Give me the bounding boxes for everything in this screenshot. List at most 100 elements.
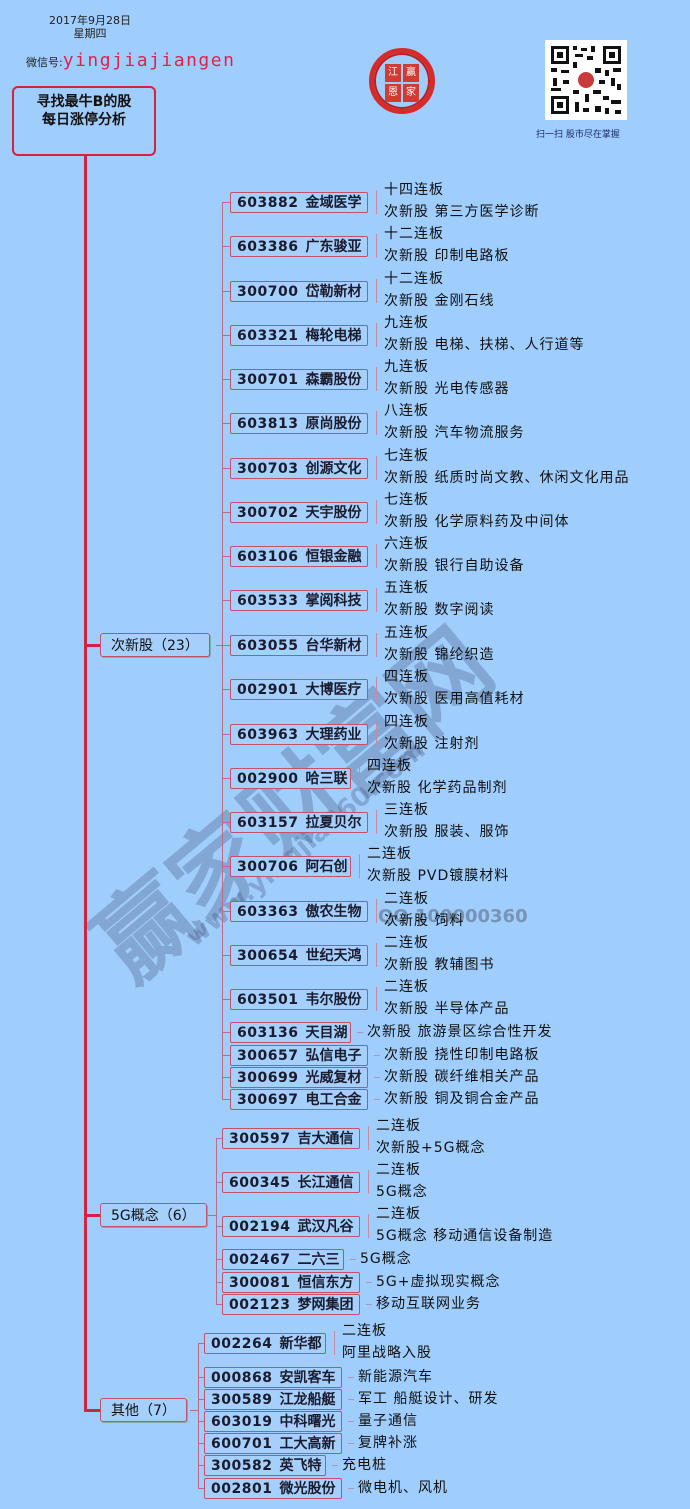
connector (366, 1304, 372, 1305)
streak-label: 四连板 (367, 758, 412, 774)
logo-char: 家 (403, 84, 419, 102)
streak-label: 七连板 (384, 448, 429, 464)
stock-description: 次新股 纸质时尚文教、休闲文化用品 (384, 470, 630, 486)
stock-description: 微电机、风机 (358, 1480, 448, 1496)
seal-logo-icon: 江 赢 恩 家 (369, 48, 435, 114)
connector (350, 1259, 356, 1260)
bracket (376, 279, 381, 303)
weekday: 星期四 (73, 27, 107, 40)
connector (190, 1410, 198, 1411)
stock-description: 次新股+5G概念 (376, 1140, 486, 1156)
category-node-new-stocks[interactable]: 次新股（23） (100, 633, 210, 657)
stock-name: 大博医疗 (305, 682, 362, 698)
stock-description: 次新股 服装、服饰 (384, 824, 510, 840)
connector (222, 911, 230, 912)
streak-label: 六连板 (384, 536, 429, 552)
subtree-line (216, 1138, 217, 1304)
connector (222, 202, 230, 203)
connector (222, 600, 230, 601)
streak-label: 五连板 (384, 580, 429, 596)
stock-code: 603963 (237, 727, 299, 743)
streak-label: 十二连板 (384, 226, 444, 242)
stock-code: 603019 (211, 1414, 273, 1430)
stock-node[interactable]: 600345 长江通信 (222, 1172, 360, 1193)
stock-code: 300582 (211, 1458, 273, 1474)
connector (222, 423, 230, 424)
stock-name: 恒银金融 (305, 549, 362, 565)
stock-description: 次新股 印制电路板 (384, 248, 510, 264)
stock-name: 森霸股份 (305, 372, 362, 388)
stock-code: 603136 (237, 1025, 299, 1041)
stock-name: 金域医学 (305, 195, 362, 211)
connector (222, 1099, 230, 1100)
stock-code: 600345 (229, 1175, 291, 1191)
connector (216, 1226, 222, 1227)
stock-description: 次新股 光电传感器 (384, 381, 510, 397)
stock-code: 603363 (237, 904, 299, 920)
streak-label: 七连板 (384, 492, 429, 508)
streak-label: 三连板 (384, 802, 429, 818)
bracket (376, 633, 381, 657)
subtree-line (198, 1343, 199, 1488)
stock-name: 天宇股份 (305, 505, 362, 521)
stock-code: 300597 (229, 1131, 291, 1147)
bracket (376, 456, 381, 480)
stock-name: 微光股份 (279, 1481, 336, 1497)
category-node-other[interactable]: 其他（7） (100, 1398, 187, 1422)
bracket (376, 411, 381, 435)
stock-name: 阿石创 (305, 859, 348, 875)
stock-name: 长江通信 (297, 1175, 354, 1191)
stock-description: 次新股 汽车物流服务 (384, 425, 525, 441)
category-node-5g[interactable]: 5G概念（6） (100, 1203, 207, 1227)
stock-description: 次新股 教辅图书 (384, 957, 495, 973)
stock-description: 次新股 金刚石线 (384, 293, 495, 309)
bracket (376, 588, 381, 612)
stock-code: 300701 (237, 372, 299, 388)
root-node[interactable]: 寻找最牛B的股 每日涨停分析 (12, 86, 156, 156)
stock-code: 002264 (211, 1336, 273, 1352)
stock-code: 300589 (211, 1392, 273, 1408)
stock-name: 原尚股份 (305, 416, 362, 432)
streak-label: 二连板 (384, 891, 429, 907)
connector (198, 1443, 204, 1444)
stock-name: 创源文化 (305, 461, 362, 477)
stock-name: 掌阅科技 (305, 593, 362, 609)
stock-node[interactable]: 300701 森霸股份 (230, 369, 368, 390)
trunk-branch (84, 644, 100, 647)
trunk-branch (84, 1409, 100, 1412)
